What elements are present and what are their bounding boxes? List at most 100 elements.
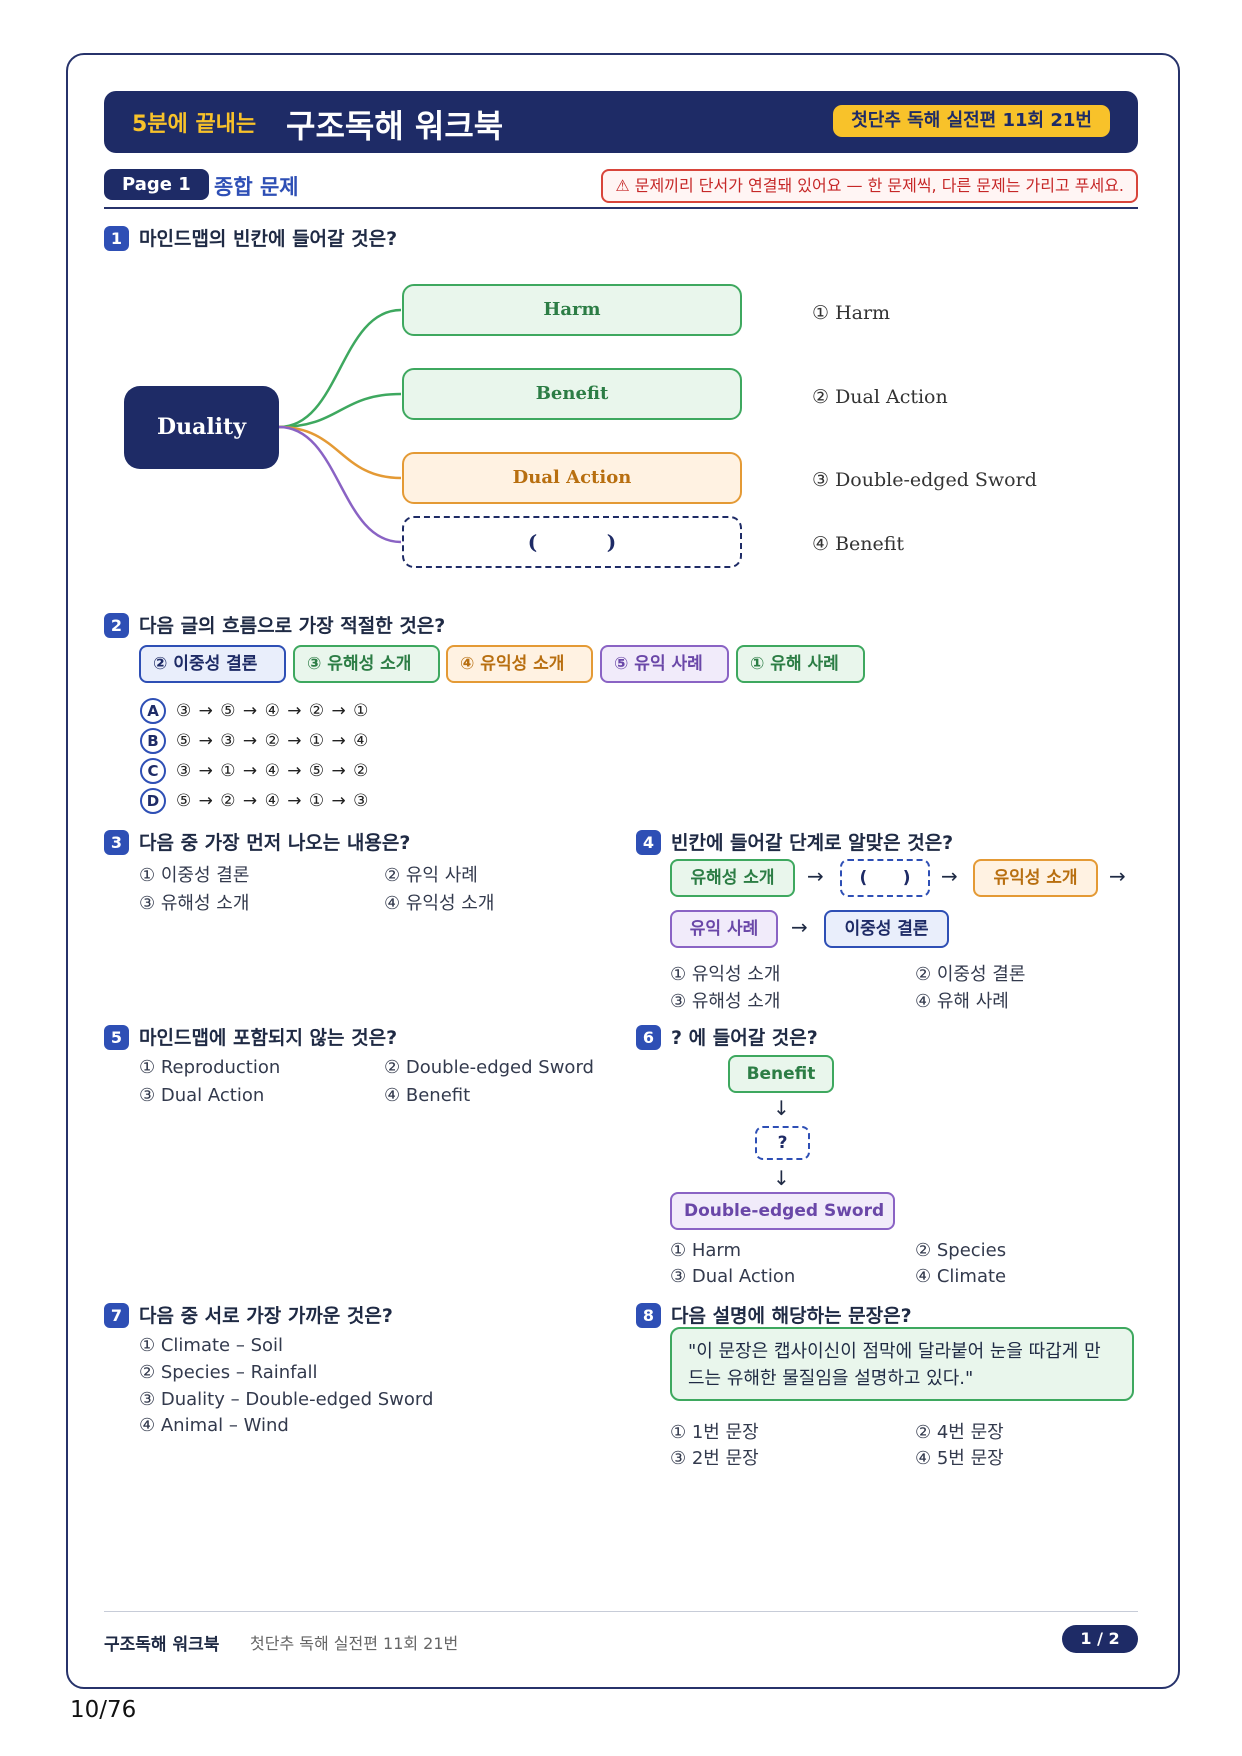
- page-bar: Page 1 종합 문제 ⚠ 문제끼리 단서가 연결돼 있어요 — 한 문제씩,…: [104, 169, 1138, 209]
- q7-option-1[interactable]: ① Climate – Soil: [139, 1335, 284, 1356]
- question-number: 1: [104, 226, 129, 251]
- question-prompt: ? 에 들어갈 것은?: [671, 1027, 818, 1049]
- question-1: 1 마인드맵의 빈칸에 들어갈 것은?: [104, 224, 397, 251]
- q1-option-2[interactable]: ② Dual Action: [812, 386, 948, 408]
- q4-step-1: 유해성 소개: [670, 859, 795, 897]
- q4-arrow: →: [941, 864, 958, 888]
- document-page-counter: 10/76: [70, 1697, 137, 1723]
- question-number: 3: [104, 830, 129, 855]
- connector-harm: [278, 308, 402, 429]
- mindmap-branch-harm: Harm: [402, 284, 742, 336]
- q8-option-2[interactable]: ② 4번 문장: [915, 1422, 1004, 1443]
- option-letter: A: [140, 698, 166, 724]
- option-letter: B: [140, 728, 166, 754]
- question-prompt: 마인드맵에 포함되지 않는 것은?: [139, 1027, 398, 1049]
- q2-chip-5: ① 유해 사례: [736, 645, 865, 683]
- mindmap-root: Duality: [124, 386, 279, 469]
- question-2: 2 다음 글의 흐름으로 가장 적절한 것은?: [104, 611, 445, 638]
- connector-dual-action: [278, 425, 402, 480]
- q2-chip-3: ④ 유익성 소개: [446, 645, 593, 683]
- q8-option-1[interactable]: ① 1번 문장: [670, 1422, 759, 1443]
- header-title: 구조독해 워크북: [286, 107, 504, 145]
- mindmap-branch-dual-action: Dual Action: [402, 452, 742, 504]
- option-sequence: ⑤ → ② → ④ → ① → ③: [176, 791, 370, 811]
- question-number: 6: [636, 1025, 661, 1050]
- mindmap-blank-node[interactable]: ( ): [402, 516, 742, 568]
- q4-option-2[interactable]: ② 이중성 결론: [915, 964, 1026, 985]
- q4-arrow: →: [807, 864, 824, 888]
- question-number: 8: [636, 1303, 661, 1328]
- q4-blank-step[interactable]: ( ): [840, 859, 930, 897]
- question-5: 5 마인드맵에 포함되지 않는 것은?: [104, 1023, 397, 1050]
- footer-divider: [104, 1611, 1138, 1612]
- option-sequence: ⑤ → ③ → ② → ① → ④: [176, 731, 370, 751]
- mindmap-connectors: [278, 308, 402, 544]
- question-3: 3 다음 중 가장 먼저 나오는 내용은?: [104, 828, 410, 855]
- question-prompt: 다음 중 서로 가장 가까운 것은?: [139, 1305, 393, 1327]
- mindmap-branch-benefit: Benefit: [402, 368, 742, 420]
- section-title: 종합 문제: [214, 175, 299, 199]
- question-6: 6 ? 에 들어갈 것은?: [636, 1023, 818, 1050]
- q4-option-4[interactable]: ④ 유해 사례: [915, 991, 1009, 1012]
- q8-option-3[interactable]: ③ 2번 문장: [670, 1448, 759, 1469]
- option-letter: D: [140, 788, 166, 814]
- q5-option-1[interactable]: ① Reproduction: [139, 1057, 281, 1078]
- q2-chip-1: ② 이중성 결론: [139, 645, 286, 683]
- q6-option-2[interactable]: ② Species: [915, 1240, 1007, 1261]
- q4-step-4: 유익 사례: [670, 910, 778, 948]
- q3-option-2[interactable]: ② 유익 사례: [384, 865, 478, 886]
- q1-option-1[interactable]: ① Harm: [812, 302, 891, 324]
- q3-option-3[interactable]: ③ 유해성 소개: [139, 893, 250, 914]
- q4-option-3[interactable]: ③ 유해성 소개: [670, 991, 781, 1012]
- q6-arrow: ↓: [773, 1166, 790, 1190]
- question-prompt: 다음 중 가장 먼저 나오는 내용은?: [139, 832, 411, 854]
- header-banner: 5분에 끝내는 구조독해 워크북 첫단추 독해 실전편 11회 21번: [104, 91, 1138, 153]
- warning-notice: ⚠ 문제끼리 단서가 연결돼 있어요 — 한 문제씩, 다른 문제는 가리고 푸…: [601, 169, 1138, 203]
- source-badge: 첫단추 독해 실전편 11회 21번: [833, 105, 1110, 137]
- question-prompt: 빈칸에 들어갈 단계로 알맞은 것은?: [671, 832, 954, 854]
- q2-option-d[interactable]: D ⑤ → ② → ④ → ① → ③: [140, 788, 369, 814]
- q8-option-4[interactable]: ④ 5번 문장: [915, 1448, 1004, 1469]
- q4-arrow: →: [1109, 864, 1126, 888]
- footer-subtitle: 첫단추 독해 실전편 11회 21번: [250, 1634, 459, 1653]
- question-number: 4: [636, 830, 661, 855]
- question-8: 8 다음 설명에 해당하는 문장은?: [636, 1301, 912, 1328]
- q1-option-4[interactable]: ④ Benefit: [812, 533, 905, 555]
- option-letter: C: [140, 758, 166, 784]
- question-number: 2: [104, 613, 129, 638]
- q7-option-3[interactable]: ③ Duality – Double-edged Sword: [139, 1389, 434, 1410]
- q4-option-1[interactable]: ① 유익성 소개: [670, 964, 781, 985]
- q7-option-2[interactable]: ② Species – Rainfall: [139, 1362, 318, 1383]
- q6-option-4[interactable]: ④ Climate: [915, 1266, 1007, 1287]
- connector-blank: [278, 425, 402, 544]
- question-prompt: 다음 설명에 해당하는 문장은?: [671, 1305, 912, 1327]
- q6-node-benefit: Benefit: [728, 1055, 834, 1093]
- page-label: Page 1: [104, 169, 209, 200]
- question-prompt: 마인드맵의 빈칸에 들어갈 것은?: [139, 228, 398, 250]
- q3-option-1[interactable]: ① 이중성 결론: [139, 865, 250, 886]
- q2-option-b[interactable]: B ⑤ → ③ → ② → ① → ④: [140, 728, 369, 754]
- q5-option-3[interactable]: ③ Dual Action: [139, 1085, 265, 1106]
- q5-option-4[interactable]: ④ Benefit: [384, 1085, 471, 1106]
- q6-arrow: ↓: [773, 1096, 790, 1120]
- header-subtitle: 5분에 끝내는: [132, 112, 257, 137]
- q6-node-double-edged-sword: Double-edged Sword: [670, 1192, 895, 1230]
- footer-title: 구조독해 워크북: [104, 1635, 220, 1655]
- q1-option-3[interactable]: ③ Double-edged Sword: [812, 469, 1037, 491]
- q2-chip-4: ⑤ 유익 사례: [600, 645, 729, 683]
- question-number: 5: [104, 1025, 129, 1050]
- q7-option-4[interactable]: ④ Animal – Wind: [139, 1415, 289, 1436]
- q4-step-5: 이중성 결론: [824, 910, 949, 948]
- question-prompt: 다음 글의 흐름으로 가장 적절한 것은?: [139, 615, 446, 637]
- question-4: 4 빈칸에 들어갈 단계로 알맞은 것은?: [636, 828, 953, 855]
- q6-option-3[interactable]: ③ Dual Action: [670, 1266, 796, 1287]
- q6-option-1[interactable]: ① Harm: [670, 1240, 742, 1261]
- q6-blank-node[interactable]: ?: [755, 1126, 810, 1160]
- q3-option-4[interactable]: ④ 유익성 소개: [384, 893, 495, 914]
- q2-chip-2: ③ 유해성 소개: [293, 645, 440, 683]
- q5-option-2[interactable]: ② Double-edged Sword: [384, 1057, 594, 1078]
- q8-quote-box: "이 문장은 캡사이신이 점막에 달라붙어 눈을 따갑게 만드는 유해한 물질임…: [670, 1327, 1134, 1401]
